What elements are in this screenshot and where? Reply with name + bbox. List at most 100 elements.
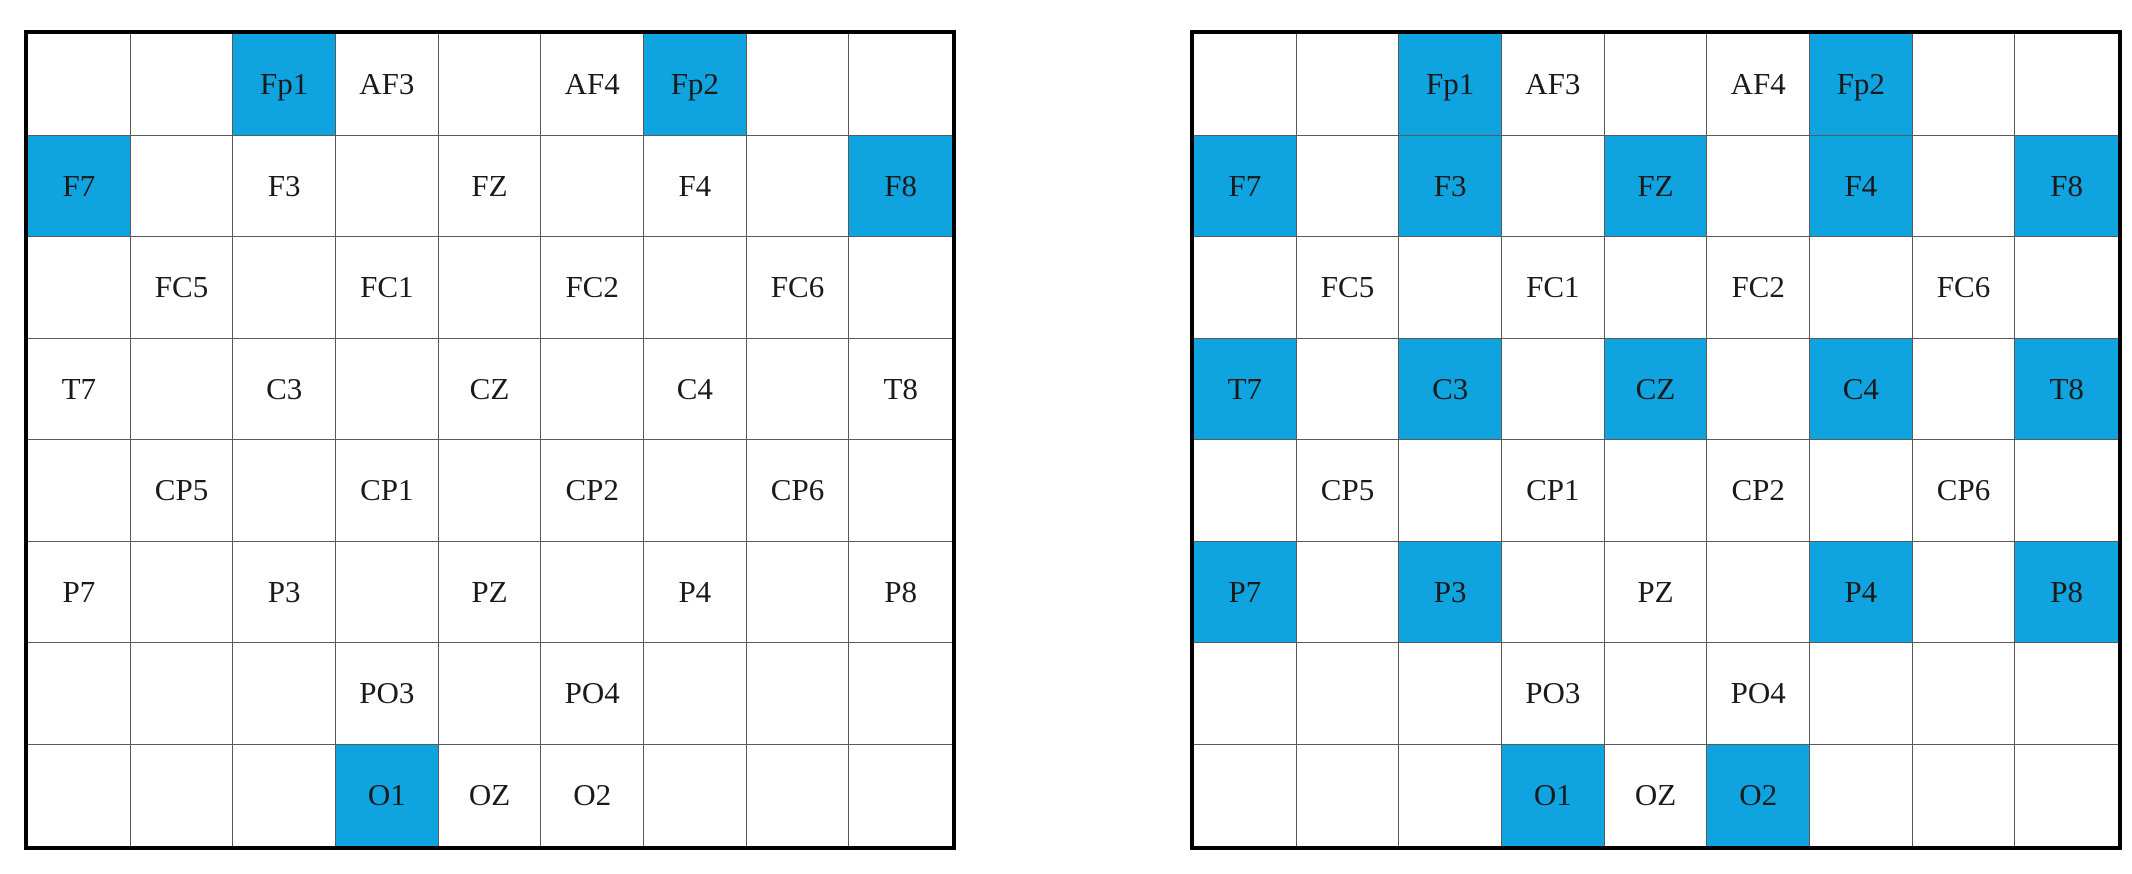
electrode-cell-p7: P7 (28, 541, 131, 643)
electrode-cell-t7: T7 (1194, 338, 1297, 440)
electrode-cell-af4: AF4 (541, 34, 644, 136)
empty-cell (1809, 237, 1913, 339)
electrode-cell-pz: PZ (1604, 541, 1708, 643)
empty-cell (1809, 744, 1913, 846)
electrode-cell-p4: P4 (1809, 541, 1913, 643)
empty-cell (1501, 541, 1605, 643)
empty-cell (1399, 440, 1502, 542)
empty-cell (130, 541, 234, 643)
empty-cell (1604, 237, 1708, 339)
empty-cell (1296, 541, 1400, 643)
empty-cell (1501, 338, 1605, 440)
electrode-cell-cp1: CP1 (1501, 440, 1605, 542)
empty-cell (28, 237, 131, 339)
empty-cell (233, 440, 336, 542)
empty-cell (1912, 541, 2016, 643)
electrode-cell-cp2: CP2 (541, 440, 644, 542)
empty-cell (1296, 135, 1400, 237)
empty-cell (335, 338, 439, 440)
empty-cell (1194, 440, 1297, 542)
electrode-cell-fc6: FC6 (1912, 237, 2016, 339)
empty-cell (849, 643, 952, 745)
electrode-cell-o1: O1 (335, 744, 439, 846)
electrode-cell-p3: P3 (233, 541, 336, 643)
electrode-cell-f7: F7 (1194, 135, 1297, 237)
electrode-cell-af3: AF3 (335, 34, 439, 136)
electrode-cell-fp1: Fp1 (1399, 34, 1502, 136)
empty-cell (438, 34, 542, 136)
empty-cell (746, 135, 850, 237)
empty-cell (28, 643, 131, 745)
electrode-cell-f4: F4 (1809, 135, 1913, 237)
electrode-cell-p7: P7 (1194, 541, 1297, 643)
electrode-cell-f8: F8 (849, 135, 952, 237)
empty-cell (335, 541, 439, 643)
empty-cell (2015, 643, 2118, 745)
electrode-cell-c4: C4 (643, 338, 747, 440)
electrode-cell-o2: O2 (1707, 744, 1810, 846)
electrode-cell-cp1: CP1 (335, 440, 439, 542)
empty-cell (643, 744, 747, 846)
electrode-cell-c3: C3 (233, 338, 336, 440)
empty-cell (1604, 440, 1708, 542)
empty-cell (643, 237, 747, 339)
electrode-cell-fp1: Fp1 (233, 34, 336, 136)
empty-cell (2015, 744, 2118, 846)
electrode-cell-po3: PO3 (1501, 643, 1605, 745)
electrode-cell-t8: T8 (2015, 338, 2118, 440)
electrode-cell-p4: P4 (643, 541, 747, 643)
empty-cell (233, 643, 336, 745)
electrode-cell-fz: FZ (1604, 135, 1708, 237)
empty-cell (1399, 643, 1502, 745)
empty-cell (130, 135, 234, 237)
electrode-cell-oz: OZ (1604, 744, 1708, 846)
empty-cell (746, 541, 850, 643)
electrode-cell-af4: AF4 (1707, 34, 1810, 136)
empty-cell (1194, 744, 1297, 846)
electrode-cell-f8: F8 (2015, 135, 2118, 237)
empty-cell (2015, 440, 2118, 542)
electrode-cell-f7: F7 (28, 135, 131, 237)
electrode-cell-cp6: CP6 (1912, 440, 2016, 542)
empty-cell (1912, 643, 2016, 745)
electrode-cell-o2: O2 (541, 744, 644, 846)
electrode-cell-pz: PZ (438, 541, 542, 643)
electrode-cell-c4: C4 (1809, 338, 1913, 440)
electrode-cell-f3: F3 (1399, 135, 1502, 237)
empty-cell (233, 237, 336, 339)
empty-cell (1399, 237, 1502, 339)
empty-cell (28, 34, 131, 136)
electrode-cell-fp2: Fp2 (1809, 34, 1913, 136)
electrode-cell-p8: P8 (849, 541, 952, 643)
empty-cell (130, 34, 234, 136)
empty-cell (849, 744, 952, 846)
empty-cell (335, 135, 439, 237)
electrode-cell-fc5: FC5 (130, 237, 234, 339)
empty-cell (28, 440, 131, 542)
electrode-cell-cz: CZ (1604, 338, 1708, 440)
electrode-cell-fp2: Fp2 (643, 34, 747, 136)
electrode-cell-oz: OZ (438, 744, 542, 846)
electrode-cell-p8: P8 (2015, 541, 2118, 643)
electrode-cell-fc1: FC1 (1501, 237, 1605, 339)
empty-cell (541, 338, 644, 440)
empty-cell (1912, 34, 2016, 136)
empty-cell (233, 744, 336, 846)
electrode-cell-po4: PO4 (541, 643, 644, 745)
empty-cell (1809, 440, 1913, 542)
empty-cell (541, 135, 644, 237)
empty-cell (746, 744, 850, 846)
empty-cell (1707, 541, 1810, 643)
empty-cell (2015, 237, 2118, 339)
empty-cell (643, 643, 747, 745)
empty-cell (1604, 34, 1708, 136)
electrode-cell-fz: FZ (438, 135, 542, 237)
electrode-cell-cz: CZ (438, 338, 542, 440)
empty-cell (1501, 135, 1605, 237)
empty-cell (1707, 135, 1810, 237)
empty-cell (1912, 338, 2016, 440)
empty-cell (1809, 643, 1913, 745)
electrode-cell-o1: O1 (1501, 744, 1605, 846)
empty-cell (130, 744, 234, 846)
